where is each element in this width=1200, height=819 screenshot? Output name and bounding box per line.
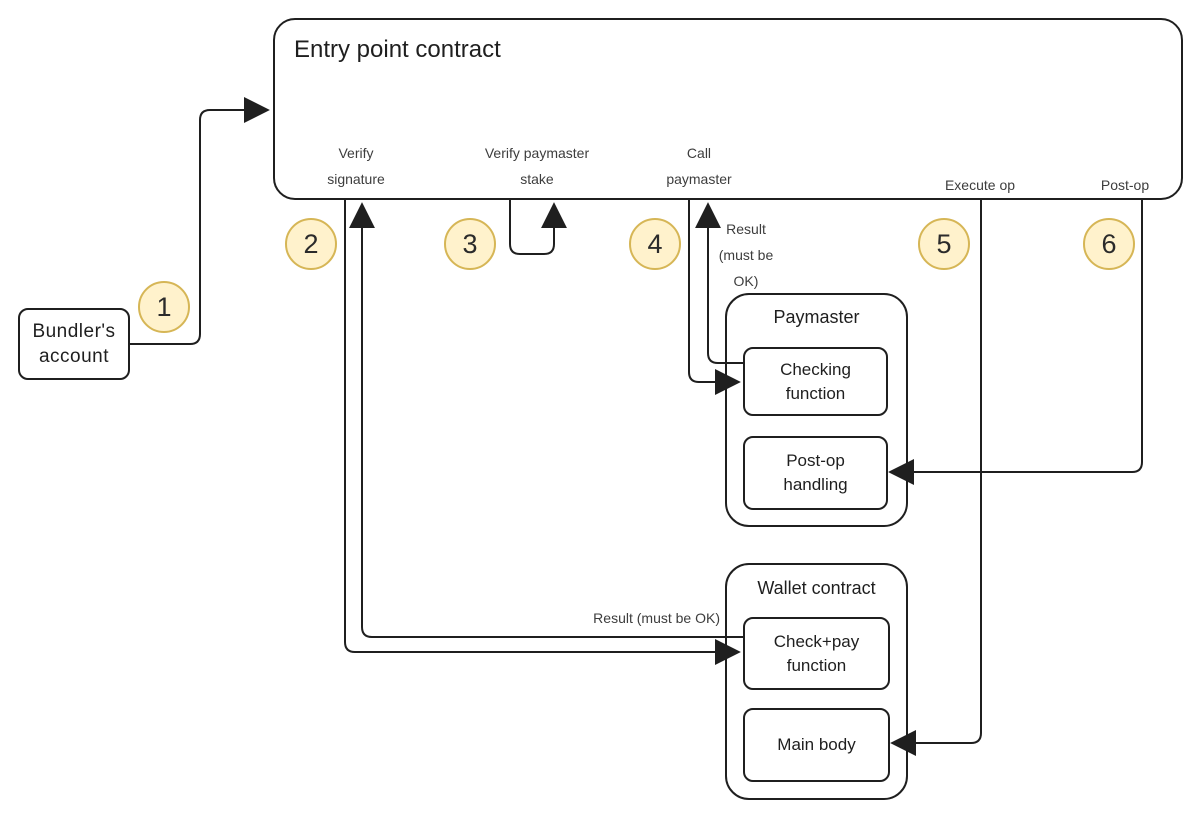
step-circle-6: 6 bbox=[1083, 218, 1135, 270]
main-body-label: Main body bbox=[777, 735, 856, 754]
check-pay-function-label: Check+pay function bbox=[773, 631, 860, 675]
bundlers-account-box: Bundler's account bbox=[18, 308, 130, 380]
step-number: 2 bbox=[303, 228, 319, 259]
step-number: 1 bbox=[156, 291, 172, 322]
main-body-box: Main body bbox=[743, 708, 890, 782]
step-circle-1: 1 bbox=[138, 281, 190, 333]
step-number: 6 bbox=[1101, 228, 1117, 259]
entry-label-post-op: Post-op bbox=[1100, 177, 1150, 193]
step-number: 5 bbox=[936, 228, 952, 259]
step-number: 3 bbox=[462, 228, 478, 259]
step-circle-4: 4 bbox=[629, 218, 681, 270]
annotation-result-call-paymaster: Result (must be OK) bbox=[718, 221, 774, 289]
paymaster-title: Paymaster bbox=[773, 307, 860, 327]
step-circle-3: 3 bbox=[444, 218, 496, 270]
arrow-verify-signature-result bbox=[349, 202, 743, 638]
checking-function-label: Checking function bbox=[780, 359, 851, 403]
step-circle-2: 2 bbox=[285, 218, 337, 270]
wallet-contract-title: Wallet contract bbox=[757, 578, 876, 598]
entry-label-verify-signature: Verify signature bbox=[327, 145, 385, 187]
entry-label-call-paymaster: Call paymaster bbox=[666, 145, 732, 187]
checking-function-box: Checking function bbox=[743, 347, 888, 416]
entry-label-execute-op: Execute op bbox=[944, 177, 1016, 193]
step-circle-5: 5 bbox=[918, 218, 970, 270]
post-op-handling-label: Post-op handling bbox=[783, 451, 848, 494]
check-pay-function-box: Check+pay function bbox=[743, 617, 890, 690]
entry-point-contract-box: Entry point contract bbox=[273, 18, 1183, 200]
step-number: 4 bbox=[647, 228, 663, 259]
annotation-result-verify-signature: Result (must be OK) bbox=[593, 610, 720, 626]
post-op-handling-box: Post-op handling bbox=[743, 436, 888, 510]
entry-point-title: Entry point contract bbox=[294, 36, 501, 63]
arrow-paymaster-stake-loop bbox=[509, 200, 567, 255]
bundlers-account-label: Bundler's account bbox=[32, 321, 116, 367]
arrow-verify-signature-call bbox=[344, 200, 741, 665]
entry-label-verify-paymaster-stake: Verify paymaster stake bbox=[484, 145, 590, 187]
